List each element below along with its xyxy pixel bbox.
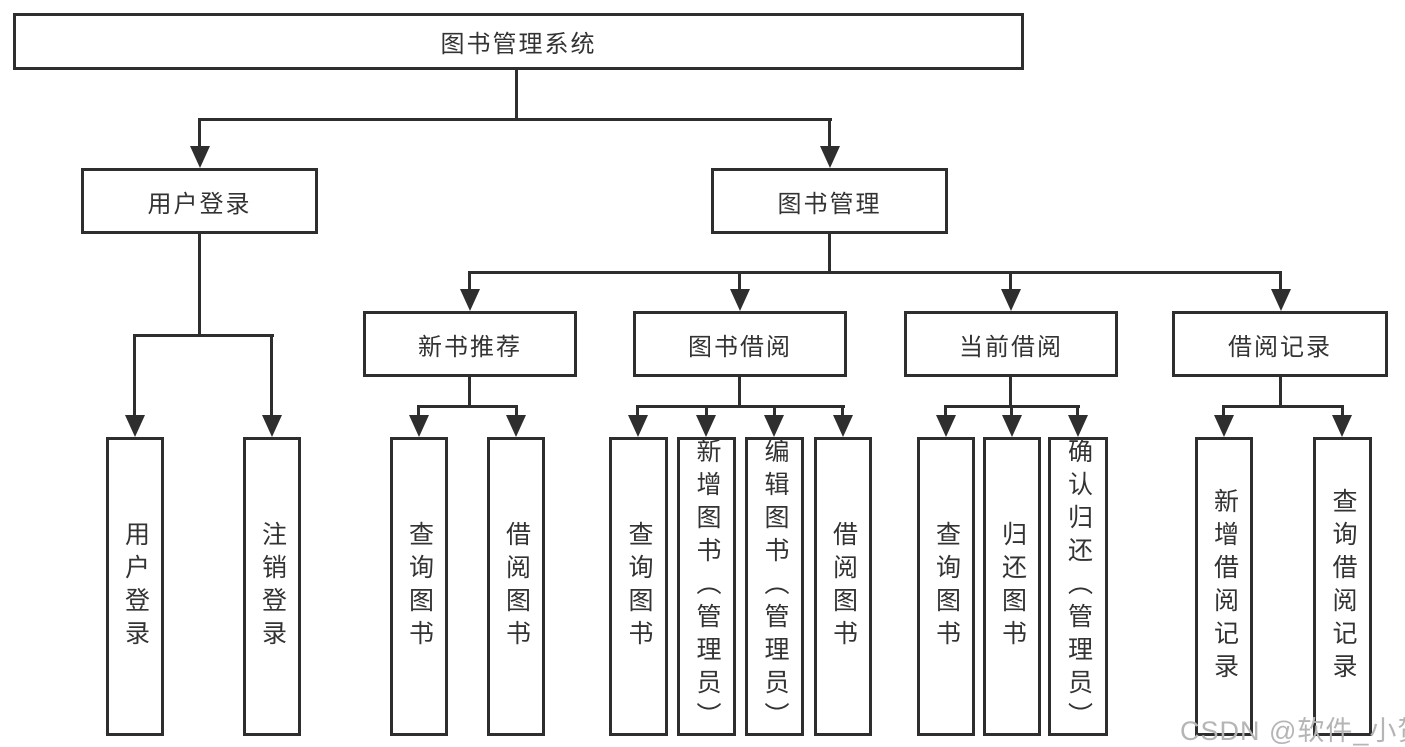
arrow-down-icon: [262, 415, 282, 437]
leaf-query-book-1: 查询图书: [390, 437, 448, 736]
connector-line: [636, 405, 639, 417]
leaf-label: 编辑图书（管理员）: [761, 438, 789, 735]
arrow-down-icon: [730, 289, 750, 311]
leaf-query-borrow-record: 查询借阅记录: [1313, 437, 1372, 736]
leaf-logout: 注销登录: [243, 437, 301, 736]
connector-line: [1222, 405, 1344, 408]
connector-line: [198, 118, 832, 121]
arrow-down-icon: [1068, 415, 1088, 437]
connector-line: [417, 405, 518, 408]
leaf-label: 新增图书（管理员）: [693, 438, 721, 735]
arrow-down-icon: [1271, 289, 1291, 311]
arrow-down-icon: [190, 146, 210, 168]
node-current-borrow: 当前借阅: [904, 311, 1118, 377]
connector-line: [1279, 377, 1282, 408]
leaf-label: 用户登录: [121, 520, 150, 653]
node-book-management: 图书管理: [711, 168, 948, 234]
connector-line: [738, 271, 741, 293]
connector-line: [828, 234, 831, 274]
leaf-query-book-2: 查询图书: [609, 437, 668, 736]
connector-line: [636, 405, 845, 408]
leaf-user-login: 用户登录: [106, 437, 164, 736]
arrow-down-icon: [1332, 415, 1352, 437]
connector-line: [705, 405, 708, 417]
connector-line: [1222, 405, 1225, 417]
leaf-edit-book-admin: 编辑图书（管理员）: [745, 437, 804, 736]
connector-line: [1010, 405, 1013, 417]
leaf-label: 借阅图书: [502, 520, 531, 653]
connector-line: [773, 405, 776, 417]
connector-line: [270, 334, 273, 418]
connector-line: [133, 334, 274, 337]
arrow-down-icon: [1001, 289, 1021, 311]
leaf-label: 查询借阅记录: [1329, 487, 1357, 686]
arrow-down-icon: [764, 415, 784, 437]
leaf-label: 注销登录: [258, 520, 287, 653]
connector-line: [1341, 405, 1344, 417]
connector-line: [841, 405, 844, 417]
arrow-down-icon: [820, 146, 840, 168]
connector-line: [468, 271, 1282, 274]
connector-line: [133, 334, 136, 418]
leaf-borrow-book-2: 借阅图书: [814, 437, 872, 736]
arrow-down-icon: [409, 415, 429, 437]
leaf-label: 归还图书: [998, 520, 1027, 653]
leaf-confirm-return-admin: 确认归还（管理员）: [1048, 437, 1108, 736]
arrow-down-icon: [696, 415, 716, 437]
leaf-label: 查询图书: [625, 520, 653, 653]
connector-line: [1076, 405, 1079, 417]
connector-line: [515, 70, 518, 120]
leaf-return-book: 归还图书: [983, 437, 1041, 736]
leaf-label: 查询图书: [405, 520, 434, 653]
connector-line: [738, 377, 741, 408]
connector-line: [1009, 271, 1012, 293]
node-borrow-records: 借阅记录: [1172, 311, 1388, 377]
connector-line: [468, 271, 471, 293]
arrow-down-icon: [833, 415, 853, 437]
watermark: CSDN @软件_小贺同学: [1180, 716, 1405, 746]
connector-line: [417, 405, 420, 417]
leaf-add-borrow-record: 新增借阅记录: [1195, 437, 1253, 736]
leaf-label: 借阅图书: [829, 520, 858, 653]
leaf-label: 查询图书: [932, 520, 961, 653]
connector-line: [944, 405, 947, 417]
arrow-down-icon: [460, 289, 480, 311]
leaf-query-book-3: 查询图书: [917, 437, 975, 736]
leaf-label: 确认归还（管理员）: [1064, 438, 1093, 735]
arrow-down-icon: [506, 415, 526, 437]
leaf-label: 新增借阅记录: [1210, 487, 1239, 686]
arrow-down-icon: [628, 415, 648, 437]
connector-line: [198, 234, 201, 337]
leaf-add-book-admin: 新增图书（管理员）: [677, 437, 736, 736]
connector-line: [1009, 377, 1012, 408]
arrow-down-icon: [1214, 415, 1234, 437]
node-new-book-recommend: 新书推荐: [363, 311, 577, 377]
connector-line: [198, 118, 201, 150]
arrow-down-icon: [125, 415, 145, 437]
connector-line: [515, 405, 518, 417]
arrow-down-icon: [936, 415, 956, 437]
connector-line: [1279, 271, 1282, 293]
node-book-borrow: 图书借阅: [633, 311, 847, 377]
node-library-management-system: 图书管理系统: [13, 13, 1024, 70]
node-user-login: 用户登录: [81, 168, 318, 234]
leaf-borrow-book-1: 借阅图书: [487, 437, 545, 736]
connector-line: [828, 118, 831, 150]
arrow-down-icon: [1002, 415, 1022, 437]
connector-line: [468, 377, 471, 408]
